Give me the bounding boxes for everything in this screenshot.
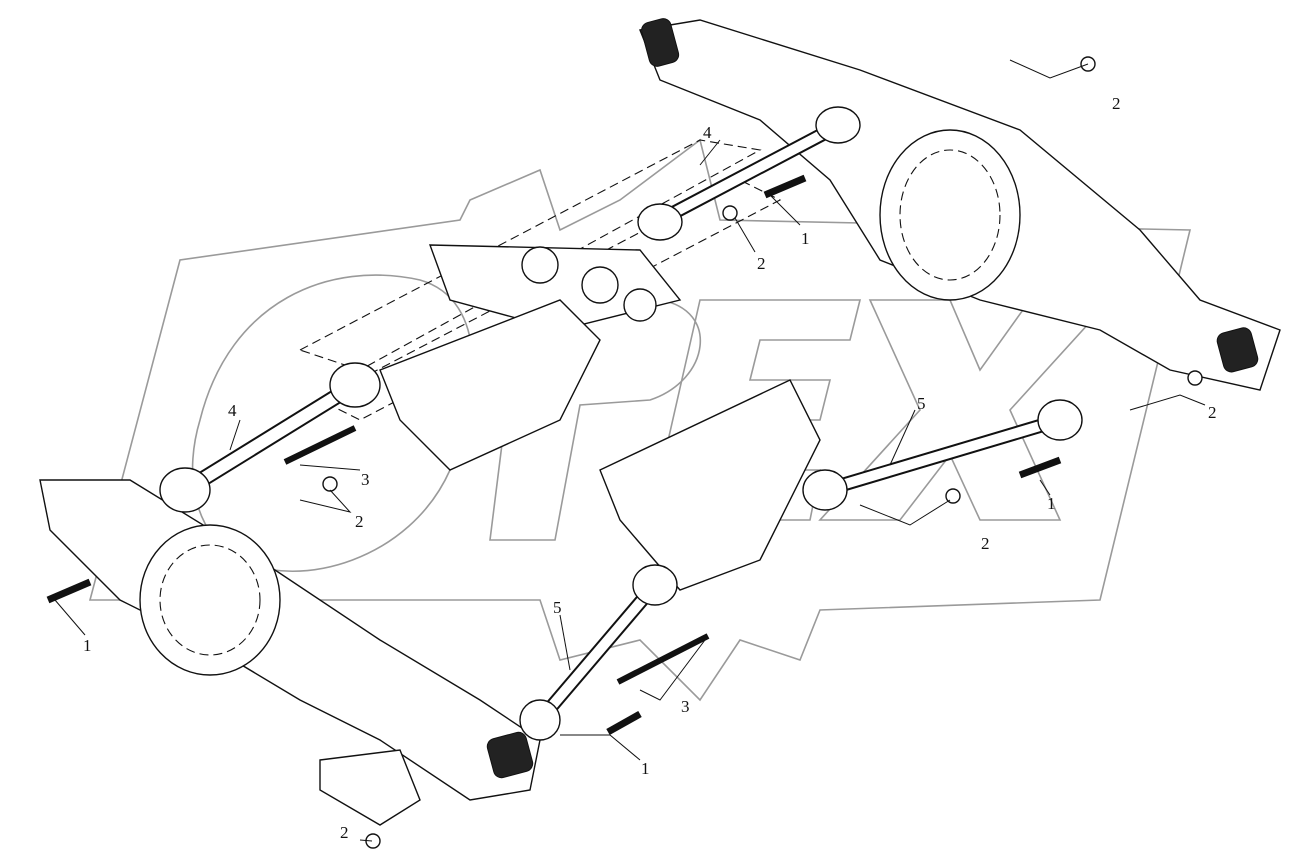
watermark-gear-outline bbox=[88, 138, 1192, 702]
callout-nut: 2 bbox=[981, 534, 990, 553]
callout-nut: 2 bbox=[1208, 403, 1217, 422]
rear-axle bbox=[639, 18, 1281, 391]
watermark-letter-x bbox=[818, 299, 1112, 521]
callout-nut: 2 bbox=[355, 512, 364, 531]
callout-long-bolt: 3 bbox=[681, 697, 690, 716]
watermark-letter-p bbox=[489, 299, 701, 541]
upper-rod-rear bbox=[637, 106, 861, 241]
callout-bolt: 1 bbox=[641, 759, 650, 778]
spring-bracket bbox=[379, 299, 601, 471]
spring-bracket-right bbox=[599, 379, 821, 591]
upper-rod-front bbox=[159, 362, 381, 513]
callout-upper-rod: 4 bbox=[703, 123, 712, 142]
callout-bolt: 1 bbox=[801, 229, 810, 248]
fasteners bbox=[46, 56, 1203, 849]
front-axle bbox=[39, 479, 541, 826]
callout-nut: 2 bbox=[1112, 94, 1121, 113]
opex-watermark bbox=[88, 138, 1192, 702]
cross-member bbox=[428, 244, 682, 331]
callout-labels: 2 4 1 2 4 3 2 5 2 1 2 1 5 3 1 2 bbox=[83, 94, 1217, 842]
watermark-letter-e bbox=[648, 299, 862, 521]
callout-upper-rod: 4 bbox=[228, 401, 237, 420]
callout-bolt: 1 bbox=[1047, 494, 1056, 513]
callout-lower-rod: 5 bbox=[917, 394, 926, 413]
leader-lines bbox=[54, 59, 1206, 842]
axle-pad bbox=[319, 749, 421, 826]
lower-rod-front bbox=[519, 564, 678, 741]
lower-rod-rear bbox=[802, 399, 1083, 511]
callout-lower-rod: 5 bbox=[553, 598, 562, 617]
frame-rails bbox=[298, 139, 821, 591]
callout-bolt: 1 bbox=[83, 636, 92, 655]
callout-long-bolt: 3 bbox=[361, 470, 370, 489]
callout-nut: 2 bbox=[757, 254, 766, 273]
callout-nut: 2 bbox=[340, 823, 349, 842]
